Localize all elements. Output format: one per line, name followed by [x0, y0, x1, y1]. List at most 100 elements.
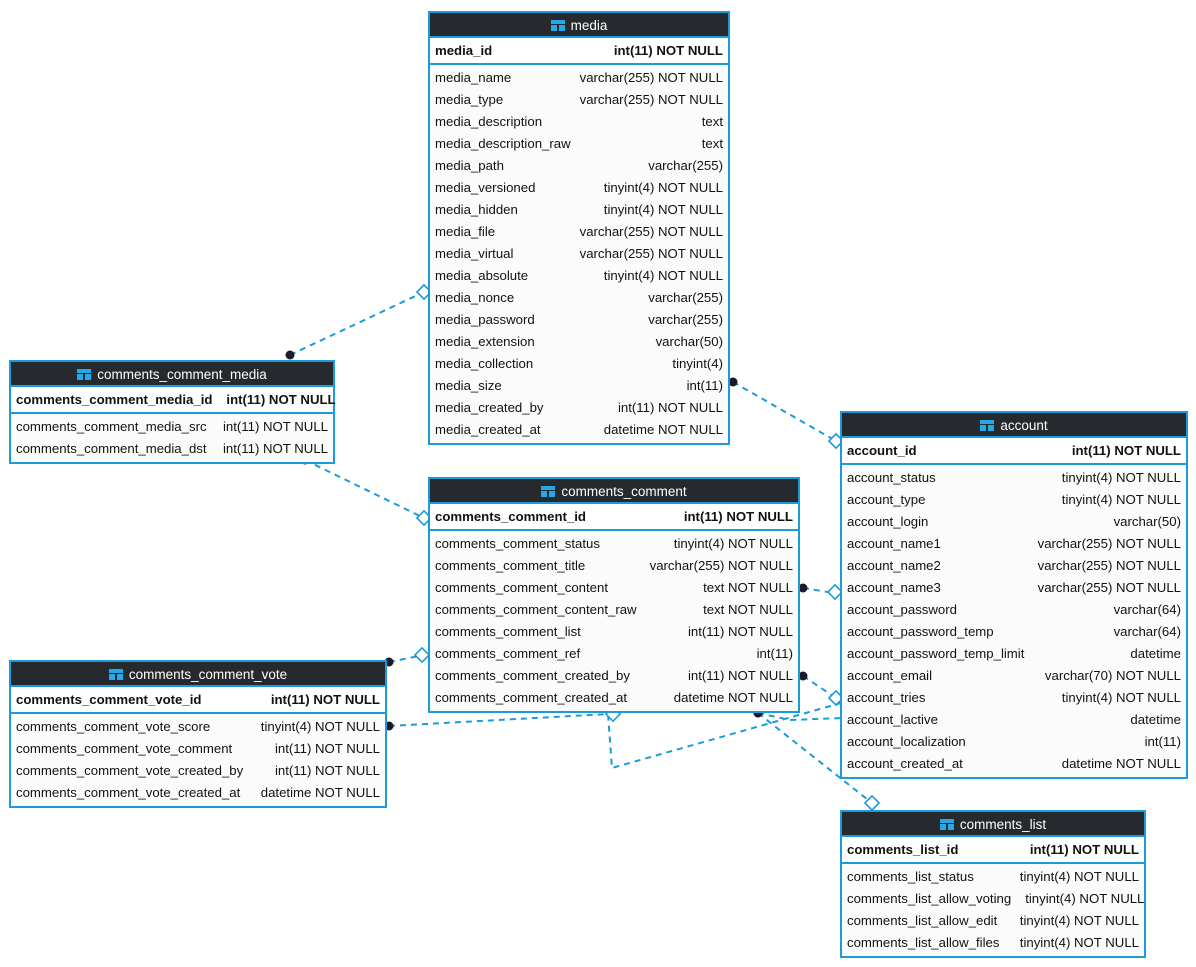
- column-name: comments_comment_vote_comment: [16, 741, 233, 756]
- column-type: varchar(255) NOT NULL: [579, 70, 723, 85]
- column-type: varchar(255): [648, 312, 723, 327]
- column-name: comments_list_allow_files: [847, 935, 1000, 950]
- column-type: varchar(50): [1113, 514, 1181, 529]
- column-name: media_created_at: [435, 422, 541, 437]
- column-type: tinyint(4) NOT NULL: [1061, 470, 1181, 485]
- entity-header-comments_comment_vote[interactable]: comments_comment_vote: [11, 662, 385, 687]
- relationship-media-to-account: [728, 377, 845, 450]
- column-type: varchar(255) NOT NULL: [1037, 558, 1181, 573]
- column-type: tinyint(4) NOT NULL: [673, 536, 793, 551]
- column-row[interactable]: account_status tinyint(4) NOT NULL: [842, 467, 1186, 489]
- column-type: tinyint(4) NOT NULL: [1019, 869, 1139, 884]
- column-name: media_collection: [435, 356, 534, 371]
- column-name: account_status: [847, 470, 936, 485]
- column-name: account_name1: [847, 536, 941, 551]
- primary-key-row[interactable]: account_id int(11) NOT NULL: [842, 438, 1186, 465]
- entity-header-comments_list[interactable]: comments_list: [842, 812, 1144, 837]
- relationship-comments-comment-to-account-b: [798, 671, 845, 707]
- entity-header-comments_comment[interactable]: comments_comment: [430, 479, 798, 504]
- column-type: int(11): [686, 378, 723, 393]
- entity-header-account[interactable]: account: [842, 413, 1186, 438]
- entity-header-media[interactable]: media: [430, 13, 728, 38]
- column-row[interactable]: comments_comment_status tinyint(4) NOT NU…: [430, 533, 798, 555]
- column-name: account_id: [847, 443, 917, 458]
- column-name: comments_comment_media_src: [16, 419, 207, 434]
- column-type: tinyint(4) NOT NULL: [1025, 891, 1145, 906]
- entity-header-comments_comment_media[interactable]: comments_comment_media: [11, 362, 333, 387]
- column-type: int(11) NOT NULL: [1071, 443, 1181, 458]
- column-name: comments_comment_vote_id: [16, 692, 202, 707]
- column-row[interactable]: comments_list_allow_voting tinyint(4) NOT…: [842, 888, 1144, 910]
- column-name: media_type: [435, 92, 504, 107]
- column-name: comments_comment_status: [435, 536, 600, 551]
- column-name: comments_list_allow_voting: [847, 891, 1012, 906]
- column-type: varchar(255) NOT NULL: [579, 92, 723, 107]
- column-row[interactable]: media_type varchar(255) NOT NULL: [430, 89, 728, 111]
- column-name: comments_comment_vote_score: [16, 719, 211, 734]
- column-type: varchar(255) NOT NULL: [579, 246, 723, 261]
- column-type: int(11) NOT NULL: [274, 763, 380, 778]
- column-type: tinyint(4) NOT NULL: [603, 180, 723, 195]
- column-name: account_password_temp_limit: [847, 646, 1025, 661]
- column-type: int(11) NOT NULL: [222, 441, 328, 456]
- column-type: int(11) NOT NULL: [683, 509, 793, 524]
- column-type: int(11) NOT NULL: [617, 400, 723, 415]
